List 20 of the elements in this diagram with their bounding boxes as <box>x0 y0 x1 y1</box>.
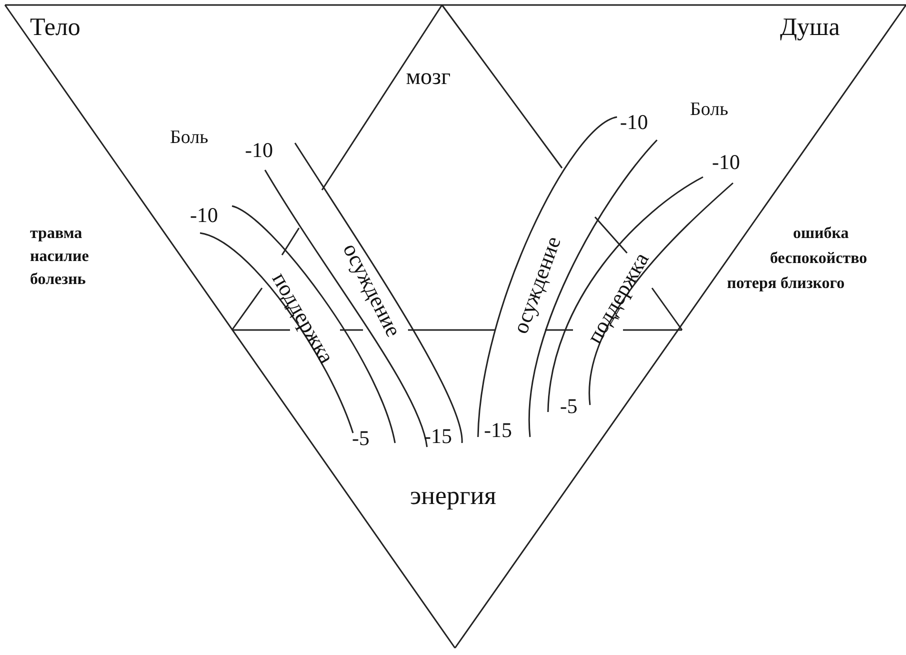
scale-value: -15 <box>484 420 512 441</box>
scale-value: -5 <box>560 396 578 417</box>
scale-label: Боль <box>690 100 728 119</box>
scale-value: -10 <box>620 112 648 133</box>
cause-label: болезнь <box>30 272 86 288</box>
cause-label: беспокойство <box>770 251 868 267</box>
cause-label: потеря близкого <box>727 276 845 292</box>
region-label: Душа <box>780 15 840 40</box>
scale-value: -10 <box>712 152 740 173</box>
region-label: Тело <box>30 15 80 40</box>
cause-label: травма <box>30 226 82 242</box>
scale-value: -15 <box>424 426 452 447</box>
scale-label: Боль <box>170 128 208 147</box>
scale-value: -10 <box>190 205 218 226</box>
scale-value: -10 <box>245 140 273 161</box>
region-label: энергия <box>410 483 496 509</box>
cause-label: ошибка <box>793 226 849 242</box>
cause-label: насилие <box>30 249 89 265</box>
region-label: мозг <box>406 65 451 88</box>
scale-value: -5 <box>352 428 370 449</box>
